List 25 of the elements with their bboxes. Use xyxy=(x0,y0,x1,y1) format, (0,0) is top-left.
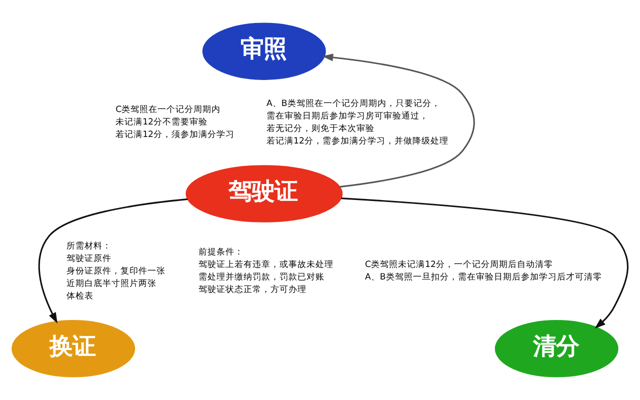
arrow xyxy=(38,198,188,324)
node-ellipse: 驾驶证 xyxy=(186,165,343,222)
label: A、B类驾照在一个记分周期内，只要记分， xyxy=(266,98,440,109)
label: 近期白底半寸照片两张 xyxy=(66,278,156,289)
label: C类驾照在一个记分周期内 xyxy=(116,105,221,116)
label: 若记满12分，须参加满分学习 xyxy=(116,130,235,140)
label: 若记满12分，需参加满分学习，并做降级处理 xyxy=(266,136,448,146)
label: C类驾照未记满12分，一个记分周期后自动清零 xyxy=(365,260,553,270)
node-ellipse: 换证 xyxy=(12,320,136,378)
label: 需在审验日期后参加学习房可审验通过， xyxy=(266,111,428,122)
node-ellipse: 清分 xyxy=(494,320,618,378)
arrow xyxy=(341,198,628,329)
label: 若无记分，则免于本次审验 xyxy=(266,124,374,134)
label: 前提条件： xyxy=(198,248,244,258)
label: 驾驶证上若有违章，或事故未处理 xyxy=(198,260,334,270)
label: 未记满12分不需要审验 xyxy=(116,118,208,128)
node-ellipse: 审照 xyxy=(202,22,326,80)
label: 驾驶证原件 xyxy=(66,254,112,264)
arrow xyxy=(322,54,475,188)
label: 身份证原件，复印件一张 xyxy=(66,266,166,276)
label: A、B类驾照一旦扣分，需在审验日期后参加学习后才可清零 xyxy=(365,272,602,283)
label: 需处理并缴纳罚款，罚款已对账 xyxy=(198,272,324,283)
label: 驾驶证状态正常，方可办理 xyxy=(198,285,306,296)
label: 所需材料： xyxy=(66,241,112,252)
label: 体检表 xyxy=(66,291,94,302)
